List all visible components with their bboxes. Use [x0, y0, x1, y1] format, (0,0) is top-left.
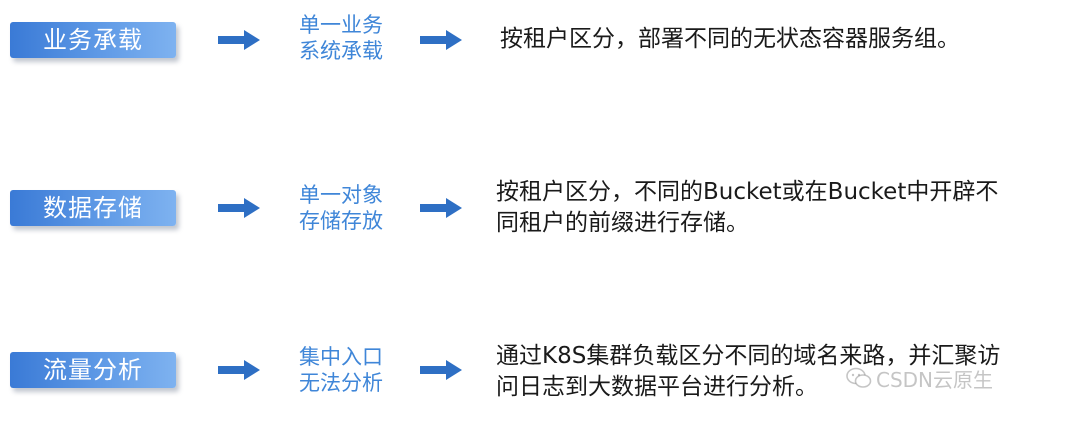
- arrow-right-icon: [420, 359, 462, 381]
- solution-line1: 按租户区分，不同的Bucket或在Bucket中开辟不: [496, 179, 999, 205]
- current-state-text: 单一业务 系统承载: [286, 12, 396, 64]
- current-state-line2: 无法分析: [299, 371, 383, 395]
- solution-line1: 按租户区分，部署不同的无状态容器服务组。: [500, 26, 960, 52]
- current-state-line1: 单一对象: [299, 183, 383, 207]
- solution-text: 按租户区分，部署不同的无状态容器服务组。: [500, 24, 960, 55]
- current-state-line1: 集中入口: [299, 345, 383, 369]
- arrow-right-icon: [420, 29, 462, 51]
- category-badge: 业务承载: [10, 22, 176, 58]
- solution-text: 按租户区分，不同的Bucket或在Bucket中开辟不 同租户的前缀进行存储。: [496, 177, 998, 239]
- current-state-line2: 系统承载: [299, 39, 383, 63]
- row-business-hosting: 业务承载 单一业务 系统承载 按租户区分，部署不同的无状态容器服务组。: [0, 0, 1080, 90]
- current-state-text: 集中入口 无法分析: [286, 344, 396, 396]
- row-data-storage: 数据存储 单一对象 存储存放 按租户区分，不同的Bucket或在Bucket中开…: [0, 170, 1080, 260]
- arrow-right-icon: [218, 197, 260, 219]
- arrow-right-icon: [218, 29, 260, 51]
- solution-line2: 问日志到大数据平台进行分析。: [496, 374, 818, 400]
- wechat-icon: [846, 367, 872, 389]
- arrow-right-icon: [420, 197, 462, 219]
- solution-line2: 同租户的前缀进行存储。: [496, 210, 749, 236]
- current-state-line1: 单一业务: [299, 13, 383, 37]
- csdn-watermark: CSDN云原生: [846, 362, 993, 394]
- category-badge: 数据存储: [10, 190, 176, 226]
- solution-text: 通过K8S集群负载区分不同的域名来路，并汇聚访 问日志到大数据平台进行分析。: [496, 341, 1000, 403]
- solution-line1: 通过K8S集群负载区分不同的域名来路，并汇聚访: [496, 343, 1001, 369]
- current-state-text: 单一对象 存储存放: [286, 182, 396, 234]
- watermark-text: CSDN云原生: [876, 367, 994, 392]
- category-badge: 流量分析: [10, 352, 176, 388]
- arrow-right-icon: [218, 359, 260, 381]
- current-state-line2: 存储存放: [299, 209, 383, 233]
- row-traffic-analysis: 流量分析 集中入口 无法分析 通过K8S集群负载区分不同的域名来路，并汇聚访 问…: [0, 334, 1080, 424]
